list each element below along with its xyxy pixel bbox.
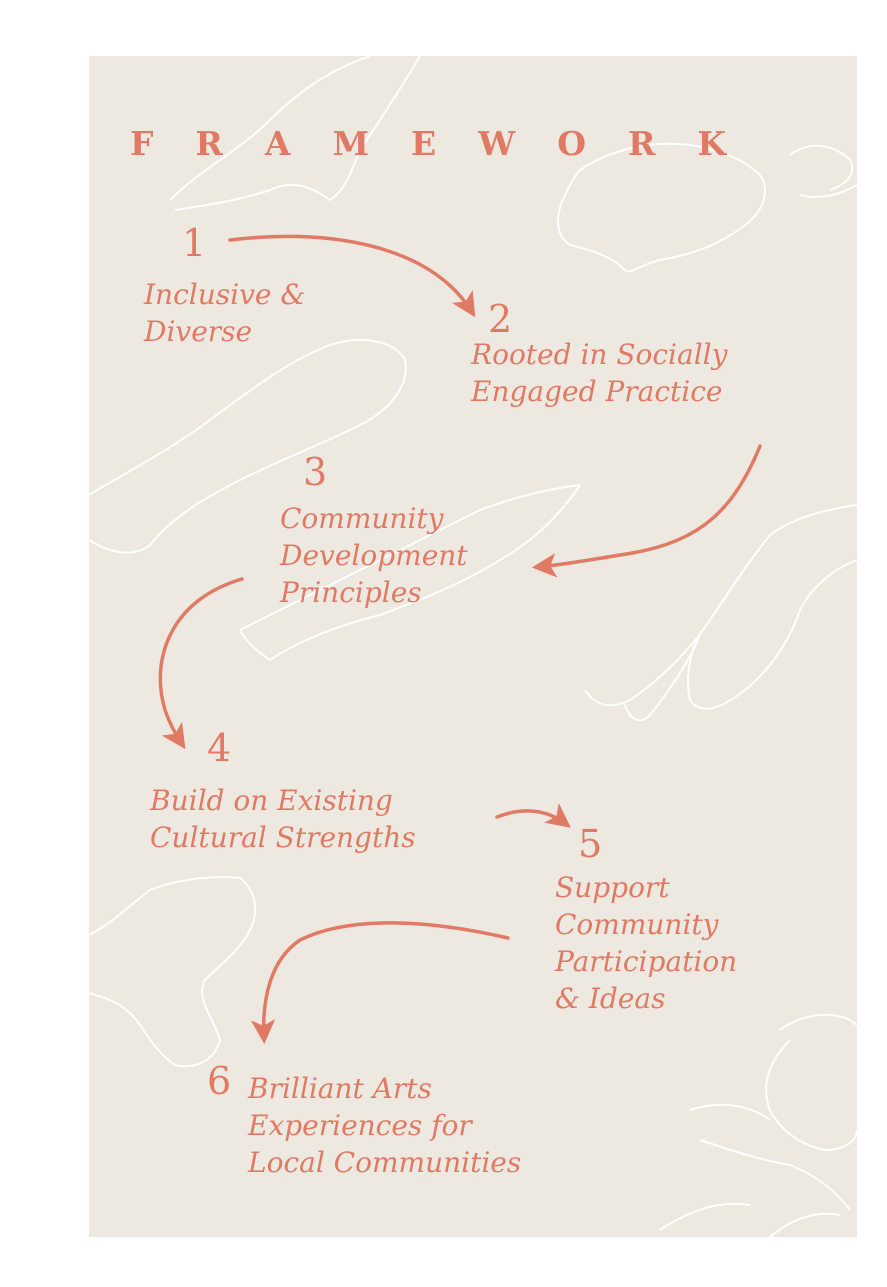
step-3-line: Principles <box>280 576 422 609</box>
step-3-line: Community <box>280 502 444 535</box>
step-2-line: Engaged Practice <box>471 375 723 408</box>
step-2-number: 2 <box>488 297 513 341</box>
step-2-label: Rooted in Socially Engaged Practice <box>471 336 727 410</box>
step-1-label: Inclusive & Diverse <box>144 276 305 350</box>
step-5-number: 5 <box>578 822 603 866</box>
step-5-line: Participation <box>555 945 738 978</box>
step-6-line: Brilliant Arts <box>248 1072 432 1105</box>
step-1-number: 1 <box>182 221 207 265</box>
step-6-label: Brilliant Arts Experiences for Local Com… <box>248 1070 521 1181</box>
step-5-line: & Ideas <box>555 982 666 1015</box>
step-4-number: 4 <box>207 726 232 770</box>
step-5-line: Support <box>555 871 670 904</box>
step-4-line: Build on Existing <box>150 784 393 817</box>
page-title: FRAMEWORK <box>130 124 769 163</box>
step-1-line: Inclusive & <box>144 278 306 311</box>
step-5-label: Support Community Participation & Ideas <box>555 869 737 1017</box>
step-2-line: Rooted in Socially <box>471 338 728 371</box>
step-1-line: Diverse <box>144 315 253 348</box>
step-4-label: Build on Existing Cultural Strengths <box>150 782 416 856</box>
step-3-line: Development <box>280 539 468 572</box>
step-3-label: Community Development Principles <box>280 500 468 611</box>
step-4-line: Cultural Strengths <box>150 821 416 854</box>
step-5-line: Community <box>555 908 719 941</box>
step-6-number: 6 <box>207 1059 232 1103</box>
step-6-line: Local Communities <box>248 1146 522 1179</box>
step-3-number: 3 <box>303 450 328 494</box>
step-6-line: Experiences for <box>248 1109 472 1142</box>
